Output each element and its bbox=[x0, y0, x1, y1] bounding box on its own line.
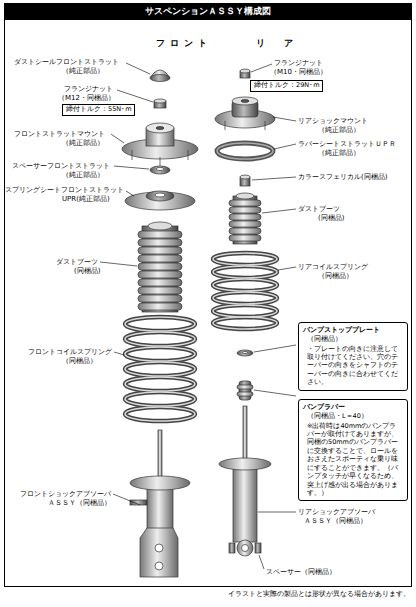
part-label: スプリングシートフロントストラット bbox=[5, 186, 124, 195]
note-body: ・プレートの向きに注意して取り付けてください。穴のテーパーの向きをシャフトのテー… bbox=[303, 345, 403, 387]
part-label: ダストブーツ bbox=[56, 258, 98, 267]
part-label: スペーサー（同梱品） bbox=[266, 568, 336, 577]
note-box: バンプラバー（同梱品・L＝40） ※出荷時は40mmのバンプラバーが取付けてありま… bbox=[298, 399, 408, 501]
part-label: ＡＳＳＹ（同梱品） bbox=[48, 499, 111, 508]
torque-box: 締付トルク：55N･m bbox=[62, 104, 135, 116]
rear-coil-spring bbox=[213, 253, 277, 329]
part-label: (同梱品) bbox=[74, 267, 100, 276]
note-subheading: （同梱品） bbox=[303, 335, 403, 343]
torque-box: 締付トルク：29N･m bbox=[250, 80, 323, 92]
note-body: ※出荷時は40mmのバンプラバーが取付けてありますが、同梱の50mmのバンプラバ… bbox=[303, 422, 403, 498]
part-label: （純正部品） bbox=[62, 67, 104, 76]
part-label: （M10・同梱品） bbox=[270, 68, 327, 77]
part-label: （同梱品） bbox=[62, 357, 97, 366]
part-label: フロントコイルスプリング bbox=[28, 348, 112, 357]
part-label: リ ア bbox=[256, 38, 298, 49]
part-label: （同梱品） bbox=[318, 272, 353, 281]
front-coil-spring bbox=[125, 317, 195, 421]
frame bbox=[5, 4, 412, 587]
part-label: フランジナット bbox=[64, 85, 113, 94]
part-label: （純正部品） bbox=[318, 149, 360, 158]
part-label: フロントストラットマウント bbox=[14, 130, 105, 139]
part-label: ダストシールフロントストラット bbox=[14, 58, 119, 67]
part-label: （純正部品） bbox=[62, 171, 104, 180]
part-label: フロントショックアブソーバ bbox=[20, 490, 111, 499]
title-text: サスペンションＡＳＳＹ構成図 bbox=[4, 4, 412, 18]
front-shock-absorber bbox=[130, 430, 190, 577]
part-label: リアショックアブソーバ bbox=[298, 508, 375, 517]
title-band bbox=[4, 3, 412, 20]
part-label: ＡＳＳＹ（同梱品） bbox=[304, 517, 367, 526]
note-subheading: （同梱品・L＝40） bbox=[303, 412, 403, 420]
part-label: （純正部品） bbox=[318, 126, 360, 135]
part-label: リアコイルスプリング bbox=[298, 263, 368, 272]
part-label: ラバーシートストラットＵＰＲ bbox=[298, 140, 396, 149]
torque-text: 締付トルク：55N･m bbox=[66, 106, 131, 114]
part-label: フランジナット bbox=[274, 59, 323, 68]
leader-lines bbox=[100, 63, 296, 569]
part-label: UPR(純正部品) bbox=[62, 195, 110, 204]
note-box: バンプストッププレート（同梱品） ・プレートの向きに注意して取り付けてください。穴… bbox=[298, 322, 408, 391]
part-label: （純正部品） bbox=[62, 139, 104, 148]
part-label: ダストブーツ bbox=[298, 205, 340, 214]
torque-text: 締付トルク：29N･m bbox=[254, 82, 319, 90]
part-label: リアショックマウント bbox=[298, 117, 368, 126]
note-heading: バンプラバー bbox=[303, 403, 403, 412]
note-heading: バンプストッププレート bbox=[303, 326, 403, 335]
part-label: カラースフェリカル(同梱品) bbox=[298, 173, 387, 182]
part-label: (同梱品) bbox=[318, 214, 344, 223]
rear-shock-parts bbox=[219, 350, 271, 556]
caption-text: イラストと実際の製品とは形状が異なる場合があります。 bbox=[228, 591, 410, 599]
part-label: （M12・同梱品） bbox=[58, 94, 115, 103]
part-label: フロント bbox=[156, 38, 212, 49]
rear-parts bbox=[215, 69, 275, 244]
part-label: スペーサーフロントストラット bbox=[12, 162, 110, 171]
